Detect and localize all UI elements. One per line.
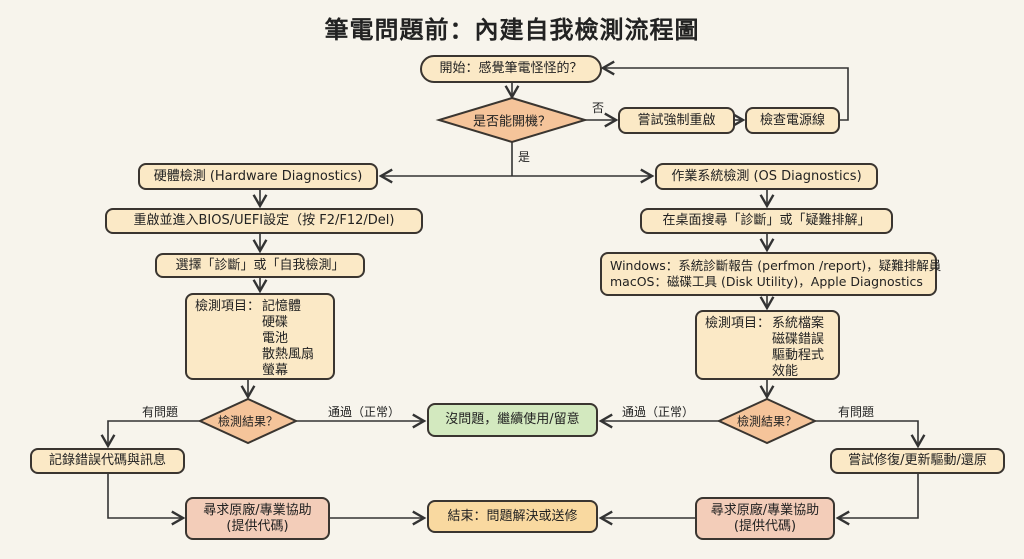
os-result-decision: 檢測結果？ bbox=[736, 414, 798, 429]
os-repair-node: 嘗試修復/更新驅動/還原 bbox=[830, 448, 1005, 474]
hw-item: 螢幕 bbox=[262, 363, 289, 378]
boot-decision-diamond bbox=[435, 96, 589, 144]
hw-step-bios: 重啟並進入BIOS/UEFI設定（按 F2/F12/Del) bbox=[105, 208, 423, 234]
hw-pass-label: 通過（正常） bbox=[328, 405, 401, 419]
no-label: 否 bbox=[592, 101, 605, 115]
hw-result-decision: 檢測結果？ bbox=[217, 414, 279, 429]
hw-item: 記憶體 bbox=[262, 299, 302, 314]
os-item: 系統檔案 bbox=[772, 316, 825, 331]
os-problem-label: 有問題 bbox=[838, 405, 875, 419]
hw-record-node: 記錄錯誤代碼與訊息 bbox=[30, 448, 185, 474]
os-step-tools: Windows：系統診斷報告 (perfmon /report)，疑難排解員 m… bbox=[600, 252, 941, 296]
os-pass-label: 通過（正常） bbox=[622, 405, 695, 419]
os-item: 效能 bbox=[772, 364, 799, 379]
page-title: 筆電問題前：內建自我檢測流程圖 bbox=[324, 16, 700, 44]
yes-label: 是 bbox=[518, 150, 531, 164]
start-node: 開始：感覺筆電怪怪的？ bbox=[420, 55, 602, 83]
os-item: 驅動程式 bbox=[772, 348, 825, 363]
hw-result-diamond bbox=[197, 397, 299, 445]
hw-problem-label: 有問題 bbox=[142, 405, 179, 419]
hw-item: 硬碟 bbox=[262, 315, 289, 330]
os-item: 磁碟錯誤 bbox=[772, 332, 825, 347]
ok-node: 沒問題，繼續使用/留意 bbox=[427, 403, 598, 437]
os-result-diamond bbox=[716, 397, 818, 445]
hw-check-items: 檢測項目： 記憶體 硬碟 電池 散熱風扇 螢幕 bbox=[185, 293, 335, 380]
end-node: 結束：問題解決或送修 bbox=[427, 500, 598, 533]
hw-item: 散熱風扇 bbox=[262, 347, 315, 362]
hardware-diagnostics-node: 硬體檢測 (Hardware Diagnostics) bbox=[138, 163, 378, 190]
boot-decision: 是否能開機？ bbox=[472, 114, 552, 130]
check-power-node: 檢查電源線 bbox=[745, 107, 840, 134]
hw-item: 電池 bbox=[262, 331, 289, 346]
os-help-node: 尋求原廠/專業協助 (提供代碼) bbox=[695, 497, 835, 540]
hw-help-node: 尋求原廠/專業協助 (提供代碼) bbox=[185, 497, 330, 540]
force-restart-node: 嘗試強制重啟 bbox=[618, 107, 735, 134]
hw-step-select: 選擇「診斷」或「自我檢測」 bbox=[155, 253, 365, 278]
os-check-items: 檢測項目： 系統檔案 磁碟錯誤 驅動程式 效能 bbox=[695, 310, 840, 380]
os-diagnostics-node: 作業系統檢測 (OS Diagnostics) bbox=[655, 163, 878, 190]
os-step-search: 在桌面搜尋「診斷」或「疑難排解」 bbox=[640, 208, 893, 234]
